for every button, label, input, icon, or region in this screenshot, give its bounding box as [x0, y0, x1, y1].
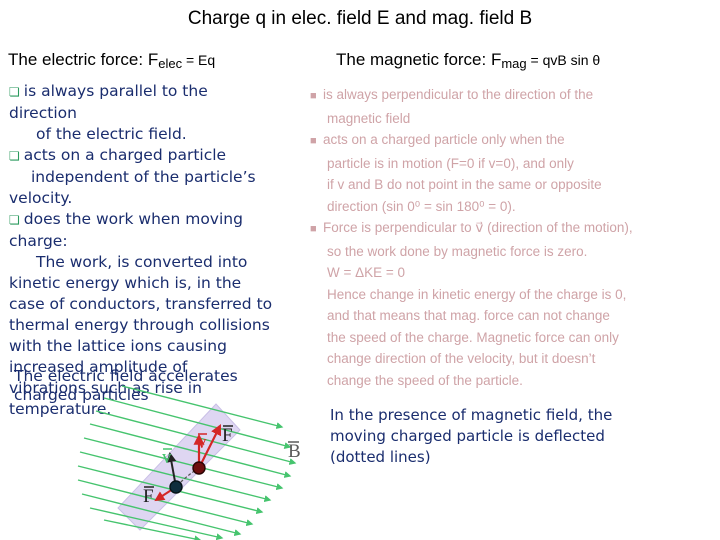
bullet-3-line-1: does the work when moving — [23, 210, 243, 228]
charged-particle-upper — [192, 461, 206, 475]
bullet-1-line-2: direction — [9, 104, 77, 122]
paragraph-line-4: thermal energy through collisions — [9, 316, 270, 334]
bullet-1: ❏is always parallel to the — [9, 81, 305, 103]
field-line — [89, 423, 292, 478]
right-bullet-3: ■ Force is perpendicular to v⃗ (direction… — [310, 217, 682, 241]
right-bullet-1: ■ is always perpendicular to the directio… — [310, 84, 682, 108]
paragraph-line-6: increased amplitude of — [9, 358, 188, 376]
label-b: B — [288, 441, 301, 462]
bullet-icon: ■ — [310, 90, 317, 102]
paragraph-line-3: case of conductors, transferred to — [9, 295, 273, 313]
field-line — [81, 493, 242, 537]
magnetic-force-text: ■ is always perpendicular to the directio… — [310, 84, 682, 391]
paragraph-line-5: with the lattice ions causing — [9, 337, 227, 355]
right-line-11: and that means that mag. force can not c… — [327, 308, 610, 323]
magnetic-force-header-sub: mag — [501, 56, 527, 71]
electric-force-header: The electric force: Felec = Eq — [8, 50, 215, 71]
magnetic-force-header: The magnetic force: Fmag = qvB sin θ — [336, 50, 600, 71]
right-line-12: the speed of the charge. Magnetic force … — [327, 329, 619, 345]
paragraph-line-1-text: The work, is converted into — [36, 253, 248, 271]
right-line-7: Force is perpendicular to v⃗ (direction … — [323, 220, 633, 235]
bullet-icon: ❏ — [9, 149, 20, 163]
electric-force-text: ❏is always parallel to the direction of … — [9, 81, 305, 420]
bullet-2-line-3: velocity. — [9, 189, 73, 207]
overlapping-caption: The electric field accelerates charged p… — [14, 367, 238, 405]
bullet-2-line-1: acts on a charged particle — [23, 146, 227, 164]
bullet-2-line-2-text: independent of the particle’s — [31, 168, 256, 186]
electric-force-header-sub: elec — [158, 56, 183, 71]
label-v-red: v — [197, 432, 207, 453]
force-vector-upper — [198, 424, 221, 469]
right-line-9: W = ΔKE = 0 — [327, 265, 406, 280]
paragraph-line-8: temperature. — [9, 400, 112, 418]
magnetic-force-header-tail: = qvB sin θ — [526, 52, 601, 68]
bullet-1-line-3-text: of the electric field. — [36, 125, 187, 143]
charged-particle-lower — [169, 480, 183, 494]
deflection-caption-line-3: (dotted lines) — [330, 448, 431, 466]
paragraph-line-1: The work, is converted into — [9, 252, 305, 273]
deflection-caption: In the presence of magnetic field, the m… — [330, 405, 680, 468]
bullet-2: ❏acts on a charged particle — [9, 145, 305, 167]
right-line-13: change direction of the velocity, but it… — [327, 351, 596, 366]
electric-force-header-tail: = Eq — [182, 52, 216, 68]
paragraph-line-2: kinetic energy which is, in the — [9, 274, 242, 292]
label-f-upper: F — [222, 425, 233, 446]
paragraph-line-7: vibrations such as rise in — [9, 379, 202, 397]
deflection-caption-line-1: In the presence of magnetic field, the — [330, 406, 613, 424]
bullet-1-line-3: of the electric field. — [9, 124, 305, 145]
right-line-6: direction (sin 0⁰ = sin 180⁰ = 0). — [327, 198, 516, 214]
field-line — [121, 385, 284, 430]
right-bullet-2: ■ acts on a charged particle only when th… — [310, 129, 682, 153]
field-line — [77, 479, 254, 527]
right-line-2: magnetic field — [327, 110, 411, 126]
slide-title: Charge q in elec. field E and mag. field… — [187, 8, 533, 29]
field-line — [103, 519, 202, 540]
right-line-8: so the work done by magnetic force is ze… — [327, 243, 588, 259]
field-line — [89, 507, 224, 540]
right-line-3: acts on a charged particle only when the — [323, 132, 565, 147]
magnetic-force-header-text: The magnetic force: F — [336, 50, 502, 69]
bullet-icon: ■ — [310, 135, 317, 147]
right-line-5: if v and B do not point in the same or o… — [327, 177, 602, 192]
field-line — [83, 437, 284, 491]
right-line-4: particle is in motion (F=0 if v=0), and … — [327, 155, 574, 171]
bullet-icon: ❏ — [9, 85, 20, 99]
right-line-1: is always perpendicular to the direction… — [323, 87, 594, 102]
field-line — [103, 397, 292, 449]
right-line-10: Hence change in kinetic energy of the ch… — [327, 286, 627, 302]
bullet-3: ❏does the work when moving — [9, 209, 305, 231]
deflection-plane — [117, 403, 241, 531]
overlapping-caption-line-1: The electric field accelerates — [14, 367, 238, 385]
bullet-3-line-2: charge: — [9, 232, 68, 250]
electric-force-header-text: The electric force: F — [8, 50, 159, 69]
label-v-green: v — [162, 447, 172, 468]
label-f-lower: F — [143, 486, 154, 507]
bullet-icon: ■ — [310, 223, 317, 235]
bullet-1-line-1: is always parallel to the — [23, 82, 208, 100]
deflection-caption-line-2: moving charged particle is deflected — [330, 427, 605, 445]
bullet-icon: ❏ — [9, 213, 20, 227]
overlapping-caption-line-2: charged particles — [14, 386, 149, 404]
bullet-2-line-2: independent of the particle’s — [9, 167, 305, 188]
right-line-14: change the speed of the particle. — [327, 372, 523, 388]
